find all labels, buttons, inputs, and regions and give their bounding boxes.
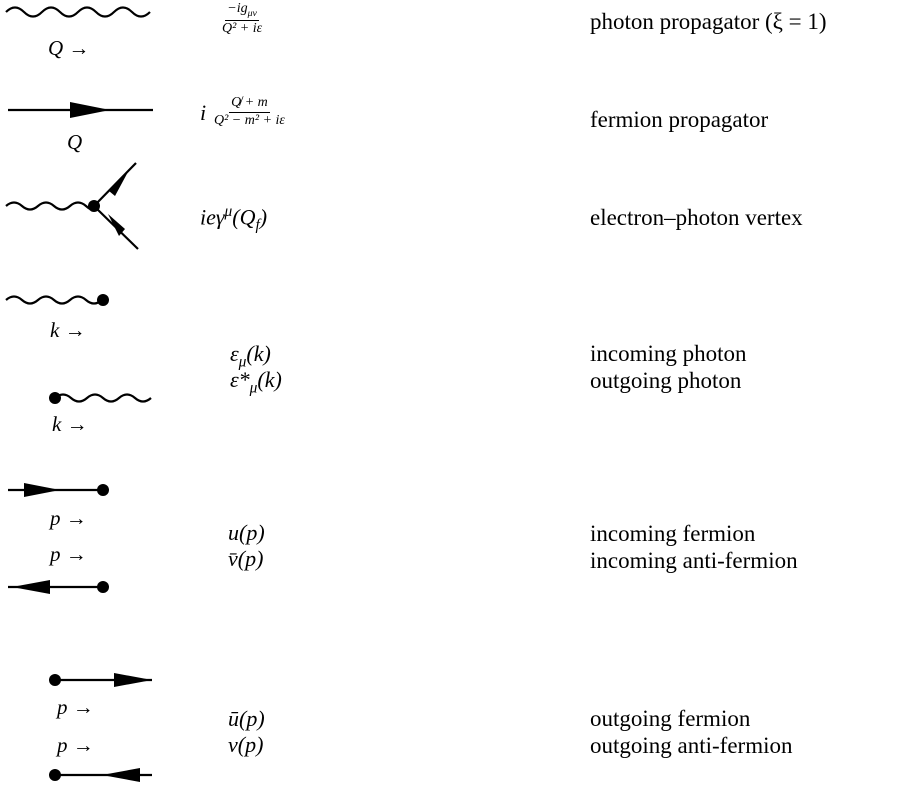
outgoing-fermion-arrow-icon [114, 673, 152, 687]
vertex-dot [88, 200, 100, 212]
outgoing-fermion-factor: ū(p) [228, 706, 265, 731]
incoming-photon-description: incoming photon [590, 341, 747, 366]
vertex-photon-wavy-line [5, 201, 96, 211]
outgoing-fermion-momentum: p → [57, 695, 94, 719]
incoming-photon-factor: εμ(k) [230, 341, 271, 371]
vertex-outgoing-arrow-icon [109, 170, 129, 196]
outgoing-anti-fermion-description: outgoing anti-fermion [590, 733, 793, 758]
incoming-fermion-momentum: p → [50, 506, 87, 530]
photon-propagator-factor: −igμν Q² + iε [220, 1, 264, 37]
photon-propagator-description: photon propagator (ξ = 1) [590, 9, 827, 34]
fermion-propagator-description: fermion propagator [590, 107, 769, 132]
outgoing-anti-fermion-momentum: p → [57, 733, 94, 757]
outgoing-fermion-description: outgoing fermion [590, 706, 751, 731]
outgoing-photon-factor: ε*μ(k) [230, 367, 282, 397]
photon-propagator-factor-numerator: −igμν [225, 1, 259, 22]
fermion-propagator-momentum: Q [67, 130, 83, 154]
incoming-fermion-dot [97, 484, 109, 496]
outgoing-photon-description: outgoing photon [590, 368, 742, 393]
outgoing-anti-fermion-arrow-icon [102, 768, 140, 782]
incoming-anti-fermion-dot [97, 581, 109, 593]
photon-propagator-wavy-line [5, 6, 151, 18]
incoming-fermion-description: incoming fermion [590, 521, 756, 546]
vertex-incoming-arrow-icon [108, 214, 125, 236]
incoming-anti-fermion-momentum: p → [50, 542, 87, 566]
incoming-photon-momentum: k → [50, 318, 86, 342]
incoming-fermion-arrow-icon [24, 483, 60, 497]
fermion-propagator-factor-prefix: i [200, 100, 207, 125]
electron-photon-vertex-factor: ieγμ(Qf) [200, 203, 268, 234]
vertex-outgoing-fermion-line [93, 162, 137, 207]
fermion-propagator-factor: Q̸ + m Q² − m² + iε [212, 95, 287, 128]
electron-photon-vertex-description: electron–photon vertex [590, 205, 803, 230]
incoming-anti-fermion-description: incoming anti-fermion [590, 548, 798, 573]
electron-photon-vertex-diagram [5, 162, 139, 250]
incoming-photon-wavy-line [5, 295, 103, 305]
incoming-photon-dot [97, 294, 109, 306]
photon-propagator-momentum: Q → [48, 36, 90, 60]
outgoing-photon-wavy-line [54, 393, 152, 403]
incoming-fermion-factor: u(p) [228, 520, 265, 545]
fermion-propagator-factor-denominator: Q² − m² + iε [214, 112, 285, 128]
outgoing-photon-momentum: k → [52, 412, 88, 436]
fermion-propagator-arrow-icon [70, 102, 110, 118]
photon-propagator-factor-denominator: Q² + iε [222, 21, 263, 37]
fermion-propagator-factor-numerator: Q̸ + m [229, 95, 270, 113]
incoming-anti-fermion-arrow-icon [12, 580, 50, 594]
incoming-anti-fermion-factor: v̄(p) [228, 546, 264, 571]
outgoing-anti-fermion-factor: v(p) [228, 732, 264, 757]
